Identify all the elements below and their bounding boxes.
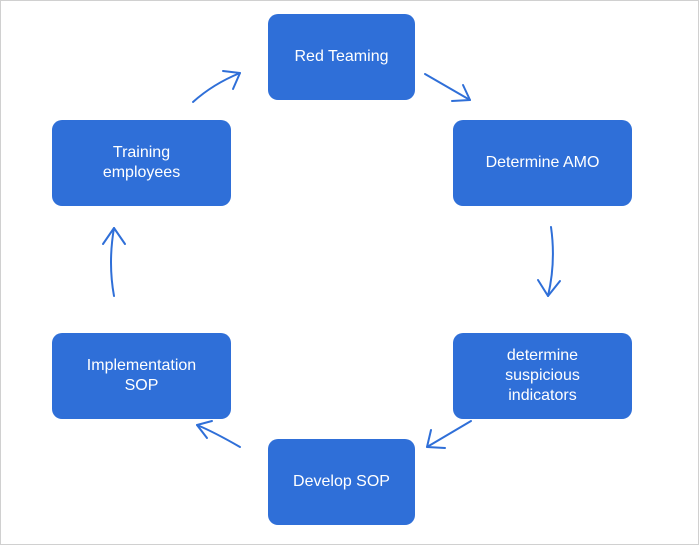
node-implementation-sop: Implementation SOP [52, 333, 231, 419]
arrow-develop-sop-to-implementation-sop [196, 420, 241, 448]
arrow-suspicious-indicators-to-develop-sop [426, 420, 472, 449]
node-training-employees: Training employees [52, 120, 231, 206]
arrow-determine-amo-to-suspicious-indicators [537, 226, 561, 297]
arrow-red-teaming-to-determine-amo [424, 73, 471, 102]
node-suspicious-indicators: determine suspicious indicators [453, 333, 632, 419]
node-develop-sop: Develop SOP [268, 439, 415, 525]
node-red-teaming: Red Teaming [268, 14, 415, 100]
arrow-implementation-sop-to-training-employees [102, 227, 126, 297]
node-determine-amo: Determine AMO [453, 120, 632, 206]
arrow-training-employees-to-red-teaming [192, 70, 241, 103]
